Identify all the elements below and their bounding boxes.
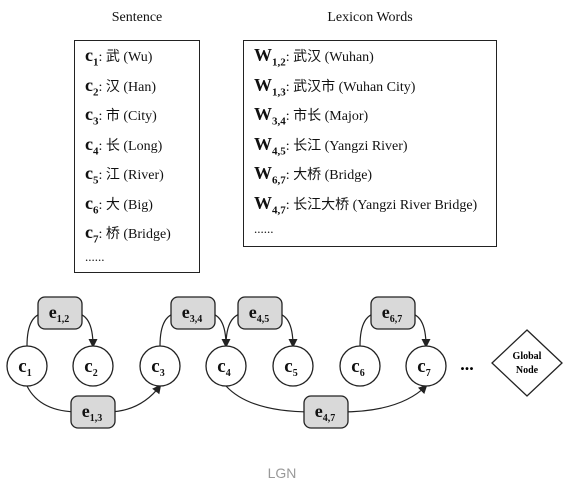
lexicon-text: : 长江大桥 (Yangzi River Bridge) — [285, 197, 478, 213]
char-node-c3: c3 — [139, 345, 181, 387]
lexicon-symbol: W6,7 — [254, 163, 286, 187]
lexicon-text: : 大桥 (Bridge) — [285, 168, 373, 183]
lexicon-symbol: W3,4 — [254, 104, 286, 128]
global-node-label: Node — [516, 365, 539, 376]
lexicon-symbol: W1,2 — [254, 45, 286, 69]
lexicon-item-6: W4,7: 长江大桥 (Yangzi River Bridge) — [254, 194, 477, 220]
char-node-c6: c6 — [339, 345, 381, 387]
char-node-c7: c7 — [405, 345, 447, 387]
sentence-item-1: c1: 武 (Wu) — [85, 46, 152, 72]
sentence-text: : 桥 (Bridge) — [98, 227, 171, 242]
sentence-symbol: c4 — [85, 133, 99, 158]
sentence-symbol: c5 — [85, 163, 99, 187]
svg-text:e3,4: e3,4 — [182, 302, 203, 325]
char-node-c5: c5 — [272, 345, 314, 387]
edge-node-e1-2: e1,2 — [37, 296, 83, 330]
global-node-label: Global — [513, 351, 542, 362]
sentence-item-4: c4: 长 (Long) — [85, 135, 162, 161]
sentence-text: : 江 (River) — [98, 168, 164, 183]
edge-node-e4-7: e4,7 — [303, 395, 349, 429]
svg-text:e1,3: e1,3 — [82, 401, 103, 424]
svg-text:c7: c7 — [417, 356, 430, 379]
edge-in-4-7 — [225, 385, 313, 413]
sentence-item-7: c7: 桥 (Bridge) — [85, 223, 171, 249]
lexicon-text: : 市长 (Major) — [285, 109, 369, 124]
sentence-symbol: c3 — [85, 104, 99, 128]
sentence-item-5: c5: 江 (River) — [85, 164, 164, 190]
svg-text:c6: c6 — [351, 356, 364, 379]
sentence-item-3: c3: 市 (City) — [85, 105, 157, 131]
edge-node-e1-3: e1,3 — [70, 395, 116, 429]
svg-text:e1,2: e1,2 — [49, 302, 70, 325]
svg-text:c4: c4 — [217, 356, 230, 379]
edge-node-e6-7: e6,7 — [370, 296, 416, 330]
lexicon-item-1: W1,2: 武汉 (Wuhan) — [254, 46, 374, 72]
lexicon-symbol: W4,5 — [254, 133, 286, 158]
lexicon-item-2: W1,3: 武汉市 (Wuhan City) — [254, 76, 415, 102]
svg-text:c3: c3 — [151, 356, 164, 379]
lexicon-box: W1,2: 武汉 (Wuhan)W1,3: 武汉市 (Wuhan City)W3… — [243, 40, 497, 247]
sentence-ellipsis: ...... — [85, 249, 105, 264]
svg-text:c2: c2 — [84, 356, 97, 379]
sentence-box: c1: 武 (Wu)c2: 汉 (Han)c3: 市 (City)c4: 长 (… — [74, 40, 200, 273]
svg-text:e4,7: e4,7 — [315, 401, 336, 424]
sentence-item-6: c6: 大 (Big) — [85, 194, 153, 220]
svg-text:e4,5: e4,5 — [249, 302, 270, 325]
sentence-item-2: c2: 汉 (Han) — [85, 76, 156, 102]
svg-text:c1: c1 — [18, 356, 31, 379]
svg-text:c5: c5 — [284, 356, 297, 379]
sentence-text: : 汉 (Han) — [98, 79, 157, 95]
edge-node-e4-5: e4,5 — [237, 296, 283, 330]
lexicon-heading: Lexicon Words — [327, 10, 413, 25]
sentence-text: : 长 (Long) — [98, 138, 163, 154]
lexicon-item-4: W4,5: 长江 (Yangzi River) — [254, 135, 408, 161]
edge-out-4-7 — [339, 384, 428, 413]
lexicon-text: : 武汉市 (Wuhan City) — [285, 79, 416, 95]
sentence-symbol: c2 — [85, 74, 99, 99]
sentence-text: : 市 (City) — [98, 109, 157, 124]
char-node-c4: c4 — [205, 345, 247, 387]
svg-text:e6,7: e6,7 — [382, 302, 403, 325]
sentence-symbol: c1 — [85, 45, 99, 69]
sentence-symbol: c6 — [85, 192, 99, 217]
edge-node-e3-4: e3,4 — [170, 296, 216, 330]
lexicon-item-3: W3,4: 市长 (Major) — [254, 105, 368, 131]
sentence-heading: Sentence — [111, 10, 163, 25]
sentence-symbol: c7 — [85, 222, 99, 246]
lexicon-text: : 长江 (Yangzi River) — [285, 138, 408, 154]
sentence-text: : 大 (Big) — [98, 197, 153, 213]
lexicon-text: : 武汉 (Wuhan) — [285, 50, 374, 65]
lexicon-item-5: W6,7: 大桥 (Bridge) — [254, 164, 372, 190]
char-node-c2: c2 — [72, 345, 114, 387]
lexicon-symbol: W1,3 — [254, 74, 286, 99]
graph-ellipsis: ... — [460, 354, 474, 374]
char-node-c1: c1 — [6, 345, 48, 387]
lexicon-symbol: W4,7 — [254, 192, 286, 217]
figure-caption: LGN — [267, 465, 297, 481]
sentence-text: : 武 (Wu) — [98, 50, 153, 65]
lexicon-ellipsis: ...... — [254, 221, 274, 236]
